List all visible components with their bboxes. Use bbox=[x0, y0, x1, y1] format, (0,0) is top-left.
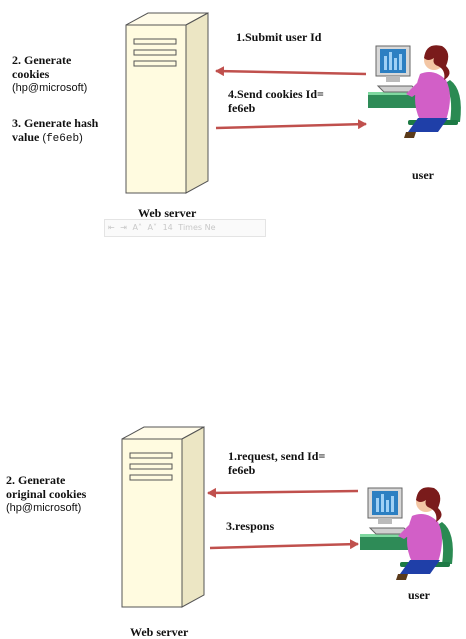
bottom-step2-line1: 2. Generate bbox=[6, 473, 86, 487]
top-step2-line1: 2. Generate bbox=[12, 53, 87, 67]
bottom-step1-line2: fe6eb bbox=[228, 463, 325, 477]
bottom-arrow-request bbox=[208, 491, 358, 493]
bottom-web-server bbox=[122, 427, 204, 607]
ghost-format-toolbar: ⇤ ⇥ A˄ A˅ 14 Times Ne bbox=[104, 219, 266, 237]
bottom-step2-value: (hp@microsoft) bbox=[6, 501, 86, 515]
top-step1-label: 1.Submit user Id bbox=[236, 30, 321, 44]
top-server-label: Web server bbox=[138, 206, 196, 220]
bottom-user-figure bbox=[360, 487, 453, 580]
top-arrow-send-cookie bbox=[216, 124, 366, 128]
font-name-value: Times Ne bbox=[178, 223, 215, 232]
top-step4-line2: fe6eb bbox=[228, 101, 324, 115]
indent-increase-icon: ⇥ bbox=[120, 223, 127, 232]
bottom-step1-line1: 1.request, send Id= bbox=[228, 449, 325, 463]
bottom-user-label: user bbox=[408, 588, 430, 602]
bottom-step2-line2: original cookies bbox=[6, 487, 86, 501]
top-step3-label: 3. Generate hash value (fe6eb) bbox=[12, 116, 98, 146]
top-step3-line1: 3. Generate hash bbox=[12, 116, 98, 130]
bottom-step2-label: 2. Generate original cookies (hp@microso… bbox=[6, 473, 86, 515]
indent-decrease-icon: ⇤ bbox=[108, 223, 115, 232]
top-step2-value: (hp@microsoft) bbox=[12, 81, 87, 95]
top-arrow-submit-id bbox=[216, 71, 366, 74]
font-shrink-icon: A˅ bbox=[148, 223, 157, 232]
top-web-server bbox=[126, 13, 208, 193]
top-step2-line2: cookies bbox=[12, 67, 87, 81]
font-size-value: 14 bbox=[163, 223, 173, 232]
top-user-label: user bbox=[412, 168, 434, 182]
top-step3-line2: value bbox=[12, 130, 39, 144]
font-grow-icon: A˄ bbox=[133, 223, 142, 232]
top-user-figure bbox=[368, 45, 461, 138]
top-step4-line1: 4.Send cookies Id= bbox=[228, 87, 324, 101]
bottom-server-label: Web server bbox=[130, 625, 188, 639]
bottom-step3-label: 3.respons bbox=[226, 519, 274, 533]
bottom-arrow-response bbox=[210, 544, 358, 548]
top-step4-label: 4.Send cookies Id= fe6eb bbox=[228, 87, 324, 115]
bottom-step1-label: 1.request, send Id= fe6eb bbox=[228, 449, 325, 477]
top-step3-value: fe6eb bbox=[46, 133, 79, 145]
top-step2-label: 2. Generate cookies (hp@microsoft) bbox=[12, 53, 87, 95]
